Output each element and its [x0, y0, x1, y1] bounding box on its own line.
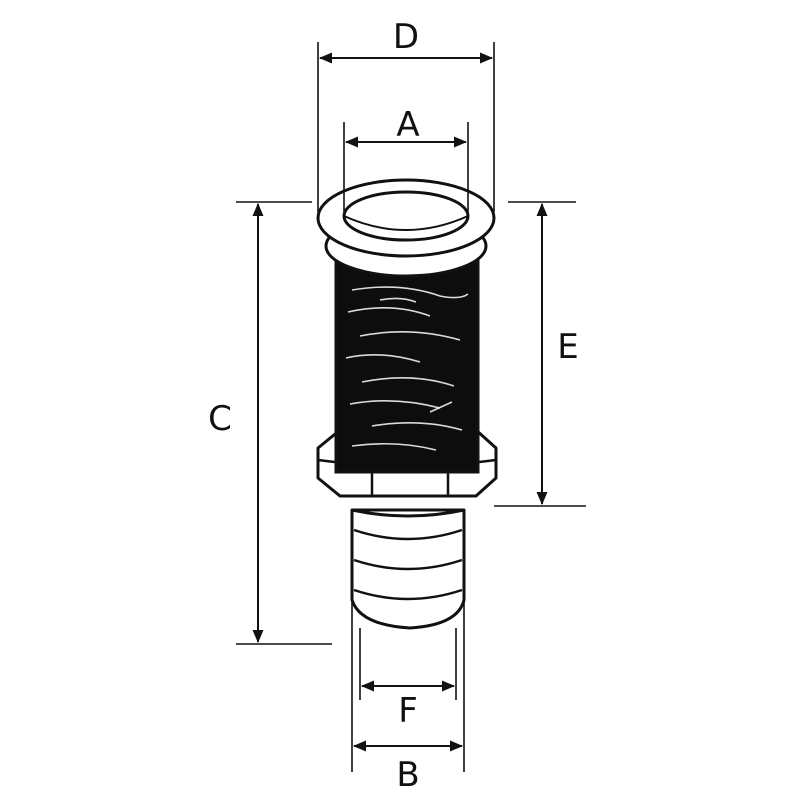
dimension-c: C: [208, 201, 332, 645]
dimension-a: A: [343, 105, 469, 212]
dimension-f: F: [359, 628, 457, 731]
label-c: C: [208, 399, 232, 439]
hose-barb: [350, 508, 466, 630]
flange: [316, 178, 496, 278]
label-f: F: [398, 691, 418, 731]
label-b: B: [396, 755, 419, 795]
threaded-body: [334, 238, 480, 474]
label-e: E: [557, 327, 578, 367]
dimension-b: B: [351, 600, 465, 795]
fitting-drawing: [316, 178, 498, 630]
label-a: A: [396, 105, 419, 145]
dimension-d: D: [317, 17, 495, 212]
label-d: D: [393, 17, 419, 57]
dimension-e: E: [494, 201, 586, 507]
